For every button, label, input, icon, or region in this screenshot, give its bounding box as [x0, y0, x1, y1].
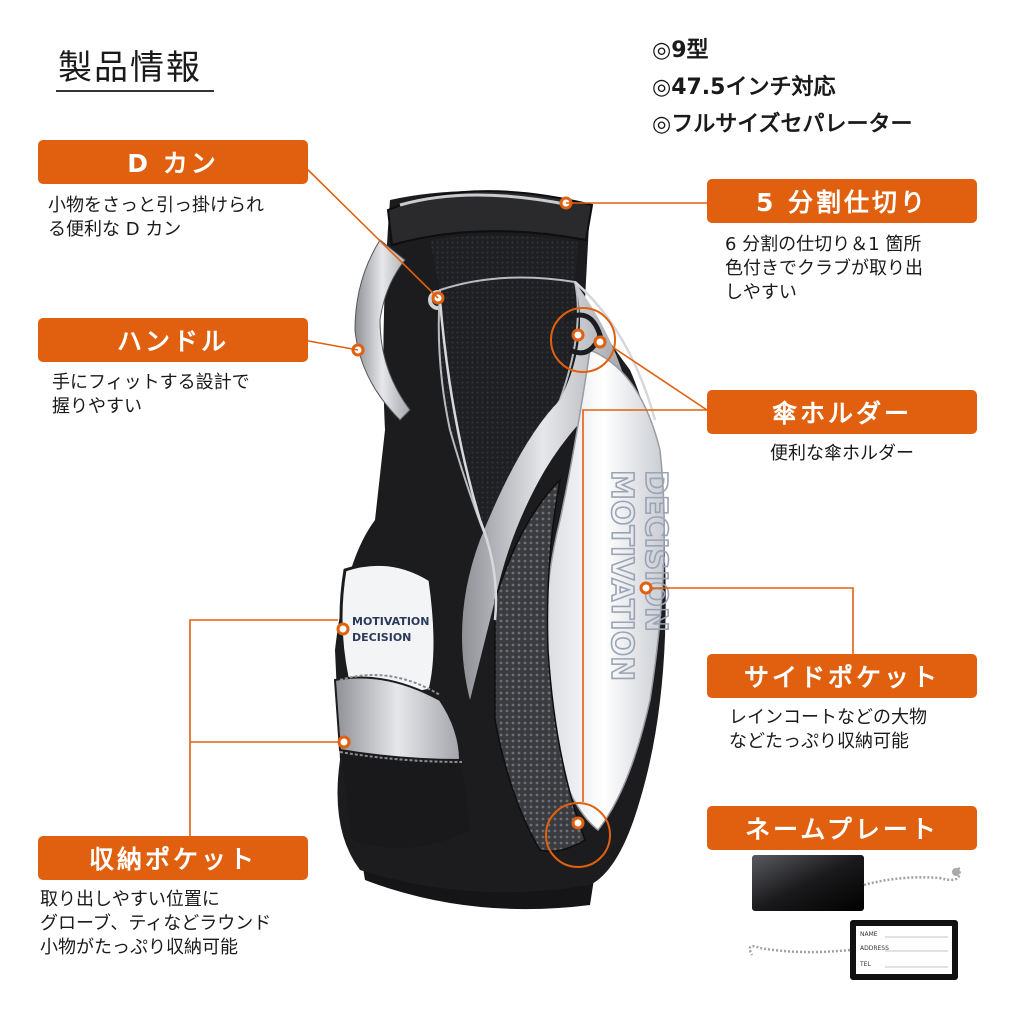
plate-field-tel: TEL — [859, 961, 871, 968]
divider-top — [399, 193, 571, 207]
leader-line — [189, 619, 338, 840]
desc-umbrella-holder: 便利な傘ホルダー — [770, 443, 914, 464]
leader-line — [650, 587, 854, 661]
spec-item: ◎フルサイズセパレーター — [652, 112, 913, 137]
callout-dot — [571, 328, 585, 342]
name-plate-window: NAME ADDRESS TEL — [748, 920, 958, 980]
label-side-pocket: サイドポケット — [707, 654, 977, 698]
bag-collar — [386, 190, 594, 247]
leader-line — [299, 161, 439, 299]
bottom-pocket — [340, 750, 470, 848]
plate-field-name: NAME — [860, 931, 878, 938]
pocket-print-line2: DECISION — [352, 631, 411, 644]
plate-chain — [863, 865, 961, 887]
leader-line — [582, 409, 707, 802]
label-umbrella-holder: 傘ホルダー — [707, 390, 977, 434]
label-storage-pocket: 収納ポケット — [38, 836, 308, 880]
leader-line — [613, 347, 708, 411]
desc-divider: 6 分割の仕切り＆1 箇所 色付きでクラブが取り出 しやすい — [725, 234, 923, 303]
spec-item: ◎47.5インチ対応 — [652, 75, 836, 100]
callout-dot — [337, 735, 351, 749]
handle-strap — [354, 239, 411, 421]
plate-body — [752, 855, 864, 911]
desc-side-pocket: レインコートなどの大物 などたっぷり収納可能 — [729, 707, 927, 752]
name-plate-black — [752, 855, 961, 911]
page-title: 製品情報 — [58, 48, 202, 88]
white-logo-panel — [543, 348, 665, 832]
plate-chain — [952, 868, 960, 876]
label-handle: ハンドル — [38, 318, 308, 362]
title-underline — [56, 90, 214, 92]
piping — [438, 299, 498, 621]
plate-field-address: ADDRESS — [860, 945, 889, 952]
label-d-kan: D カン — [38, 140, 308, 184]
callout-dot — [639, 581, 653, 595]
callout-dot — [336, 622, 350, 636]
label-name-plate: ネームプレート — [707, 806, 977, 850]
leader-lines — [189, 161, 854, 840]
piping — [574, 281, 657, 421]
bag-print: MOTIVATION DECISION — [603, 469, 674, 682]
pocket-print-line1: MOTIVATION — [352, 615, 429, 628]
highlight-circle — [545, 802, 611, 868]
spec-list: ◎9型 ◎47.5インチ対応 ◎フルサイズセパレーター — [652, 32, 913, 143]
plate-card — [856, 926, 952, 974]
callout-dot — [571, 816, 585, 830]
desc-storage-pocket: 取り出しやすい位置に グローブ、ティなどラウンド 小物がたっぷり収納可能 — [40, 889, 272, 958]
zipper — [339, 674, 441, 696]
desc-handle: 手にフィットする設計で 握りやすい — [52, 372, 250, 417]
plate-chain — [748, 944, 851, 956]
spec-item: ◎9型 — [652, 38, 709, 63]
bag-print-line2: DECISION — [638, 470, 673, 632]
desc-d-kan: 小物をさっと引っ掛けられ る便利な D カン — [48, 195, 264, 240]
top-mesh-panel — [430, 235, 578, 290]
highlight-circle — [550, 307, 616, 373]
leader-line — [302, 339, 359, 351]
front-pocket — [339, 562, 437, 697]
zipper — [339, 751, 463, 763]
callout-dot — [593, 335, 607, 349]
lower-silver-pocket — [333, 676, 462, 762]
bag-print-line1: MOTIVATION — [604, 470, 639, 681]
label-divider: 5 分割仕切り — [707, 179, 977, 223]
side-mesh-pocket — [494, 477, 586, 852]
umbrella-holder-ring — [563, 312, 603, 356]
